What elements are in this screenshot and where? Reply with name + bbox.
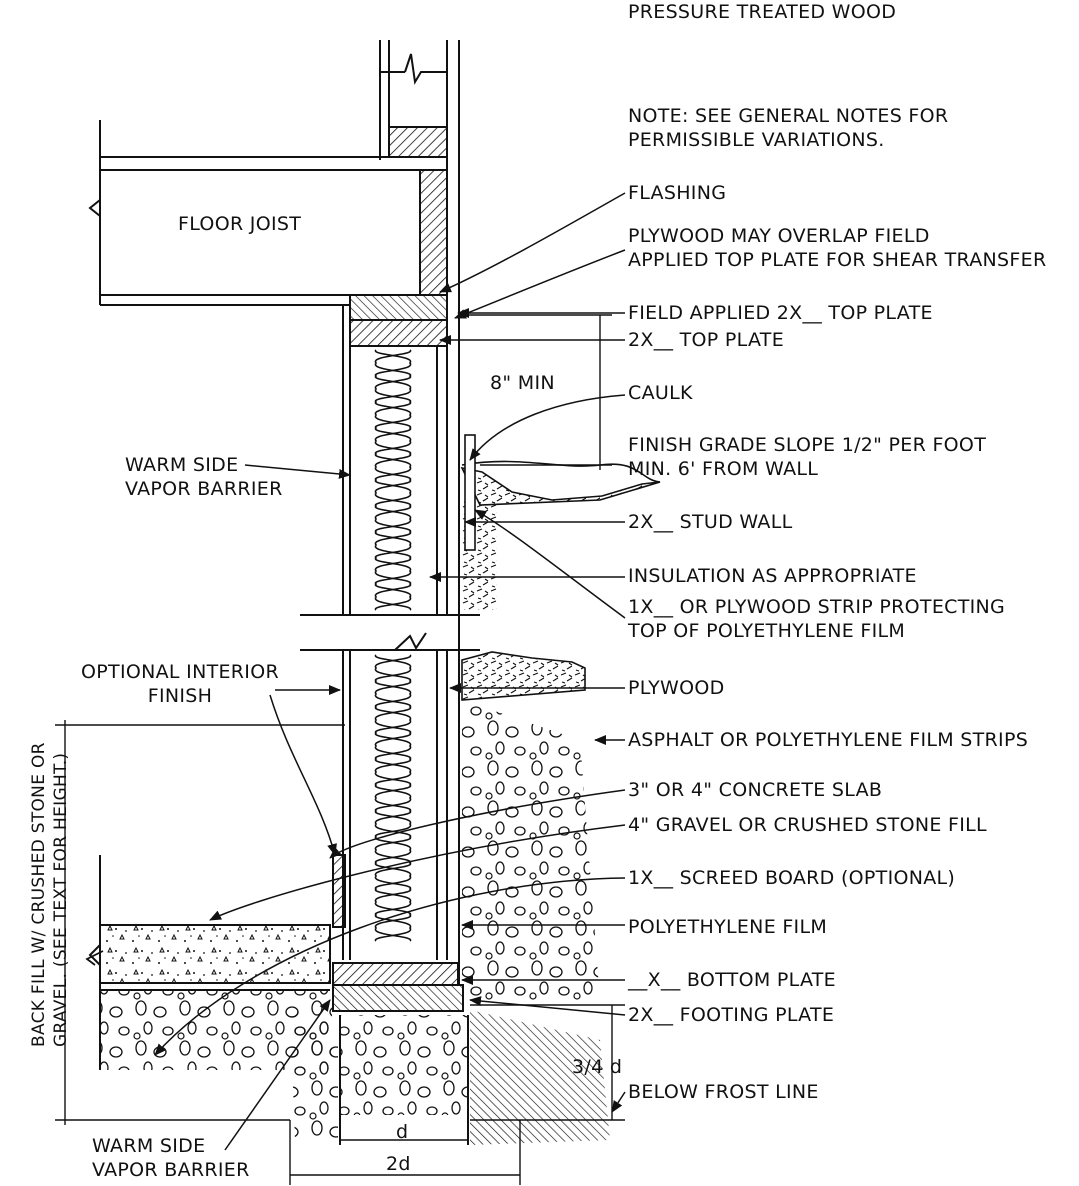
label-below-frost-line: BELOW FROST LINE — [628, 1081, 819, 1103]
label-asphalt-strips: ASPHALT OR POLYETHYLENE FILM STRIPS — [628, 729, 1029, 751]
label-stud-wall: 2X__ STUD WALL — [628, 511, 793, 533]
insulation-batt — [375, 349, 411, 611]
label-dimension-d: d — [396, 1121, 409, 1143]
floor-joist — [88, 120, 448, 306]
label-flashing: FLASHING — [628, 182, 727, 204]
leader-lines — [154, 192, 626, 1151]
label-dimension-2d: 2d — [386, 1153, 411, 1175]
label-caulk: CAULK — [628, 382, 693, 404]
insulation-batt — [375, 654, 411, 942]
label-polyethylene-film: POLYETHYLENE FILM — [628, 916, 828, 938]
dimension-lines — [55, 314, 625, 1185]
break-markers — [85, 950, 104, 966]
label-gravel-fill: 4" GRAVEL OR CRUSHED STONE FILL — [628, 814, 987, 836]
slab-and-footing — [88, 854, 610, 1145]
label-three-quarter-d: 3/4 d — [572, 1056, 623, 1078]
label-insulation: INSULATION AS APPROPRIATE — [628, 565, 917, 587]
label-screed-board: 1X__ SCREED BOARD (OPTIONAL) — [628, 867, 956, 889]
label-footing-plate: 2X__ FOOTING PLATE — [628, 1004, 835, 1026]
label-field-top-plate: FIELD APPLIED 2X__ TOP PLATE — [628, 302, 933, 324]
label-bottom-plate: __X__ BOTTOM PLATE — [628, 969, 836, 991]
label-plywood: PLYWOOD — [628, 677, 725, 699]
label-top-plate: 2X__ TOP PLATE — [628, 329, 785, 351]
label-pressure-treated-wood: PRESSURE TREATED WOOD — [628, 1, 897, 23]
insulation-batt — [375, 654, 411, 942]
label-concrete-slab: 3" OR 4" CONCRETE SLAB — [628, 779, 883, 801]
top-plates — [349, 294, 448, 347]
label-floor-joist: FLOOR JOIST — [178, 213, 302, 235]
stud-wall — [300, 300, 480, 985]
insulation-batt — [375, 349, 411, 611]
insulation — [375, 349, 411, 942]
label-8-min: 8" MIN — [490, 372, 555, 394]
